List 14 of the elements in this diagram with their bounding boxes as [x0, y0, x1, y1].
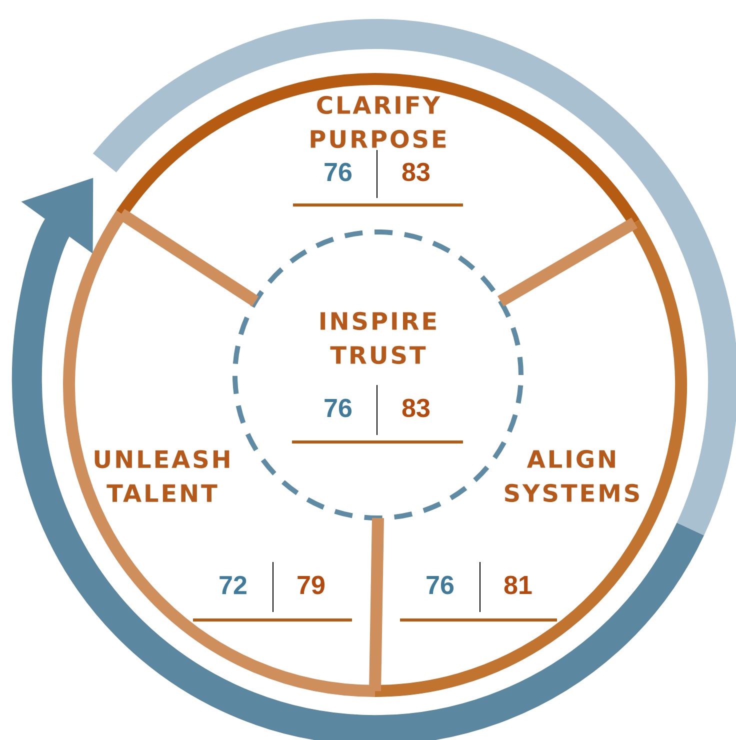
ring	[63, 73, 687, 697]
spoke	[498, 218, 638, 307]
score: 76	[324, 162, 352, 182]
score: 81	[504, 576, 532, 594]
score: 76	[426, 576, 454, 594]
score: 79	[298, 576, 324, 594]
score: 76	[324, 398, 352, 418]
score: 83	[402, 162, 430, 182]
score: 83	[402, 398, 430, 418]
spoke	[369, 518, 384, 692]
title: INSPIRE TRUST	[320, 312, 436, 364]
score: 72	[220, 576, 246, 594]
title: CLARIFY PURPOSE	[310, 96, 446, 148]
title: ALIGN SYSTEMS	[505, 450, 639, 502]
